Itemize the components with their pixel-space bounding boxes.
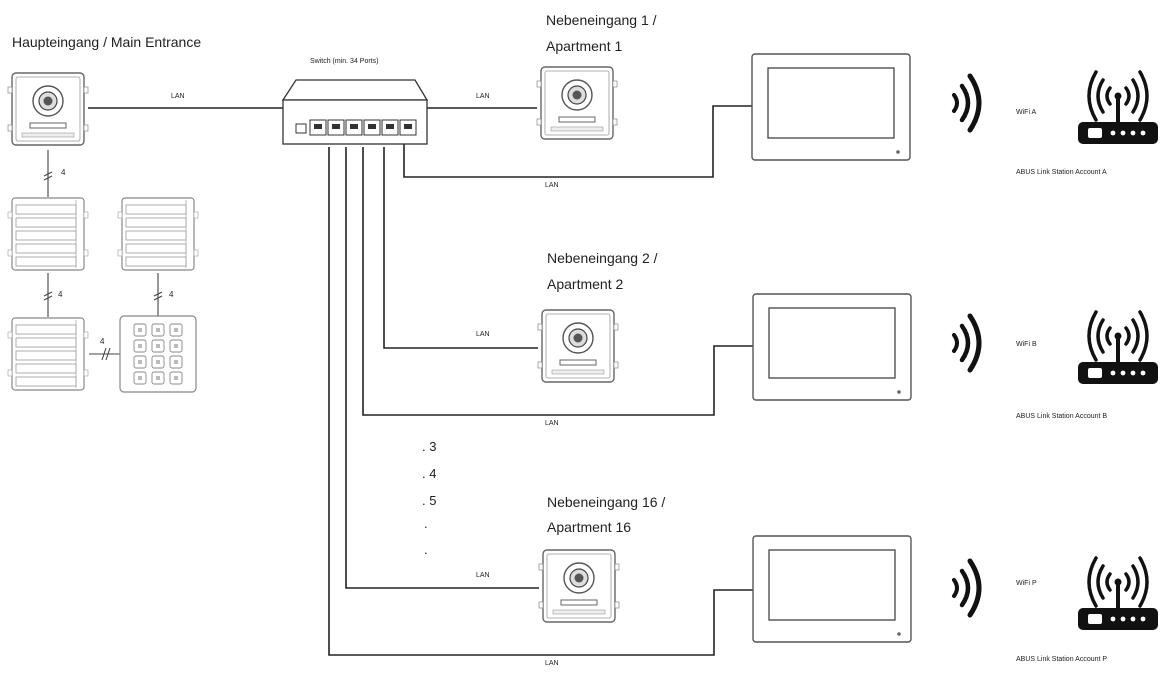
apartment-2-line2: Apartment 2 [547,276,624,292]
apartment-16-line2: Apartment 16 [547,519,632,535]
indoor-monitor-2 [752,293,912,401]
ellipsis-dot-2: . [424,542,428,557]
account-p-label: ABUS Link Station Account P [1016,656,1108,663]
indoor-monitor-1 [751,53,911,161]
wire-label-2: 4 [58,290,63,299]
ellipsis-item-5: . 5 [422,493,437,508]
wifi-router-icon-p [1076,556,1160,632]
apartment-16-line1: Nebeneingang 16 / [547,494,666,510]
ellipsis-item-3: . 3 [422,439,437,454]
lan-label-apt16-monitor: LAN [545,660,559,667]
wifi-router-icon-b [1076,310,1160,386]
wifi-signal-icon-p [954,561,979,615]
door-station-apartment-1 [536,66,618,140]
apartment-1-line2: Apartment 1 [546,38,623,54]
lan-label-apt2-monitor: LAN [545,420,559,427]
wire-label-3: 4 [169,290,174,299]
wifi-b-label: WiFi B [1016,341,1037,348]
main-entrance-title: Haupteingang / Main Entrance [12,34,202,50]
switch-label: Switch (min. 34 Ports) [310,58,379,65]
ellipsis-item-4: . 4 [422,466,437,481]
account-b-label: ABUS Link Station Account B [1016,413,1108,420]
wire-label-4: 4 [100,337,105,346]
lan-label-apt16-door: LAN [476,572,490,579]
wifi-p-label: WiFi P [1016,580,1037,587]
lan-label-apt1-door: LAN [476,93,490,100]
wifi-signal-icon-a [954,76,979,130]
indoor-monitor-16 [752,535,912,643]
door-station-apartment-2 [537,309,619,383]
bus-wires [43,150,163,361]
ellipsis-dot-1: . [424,516,428,531]
wire-label-1: 4 [61,168,66,177]
lan-label-apt1-monitor: LAN [545,182,559,189]
wifi-a-label: WiFi A [1016,109,1037,116]
button-module-3 [7,317,89,391]
door-station-apartment-16 [538,549,620,623]
apartment-2-line1: Nebeneingang 2 / [547,250,658,266]
button-module-2 [117,197,199,271]
lan-label-main: LAN [171,93,185,100]
apartment-1-line1: Nebeneingang 1 / [546,12,657,28]
lan-label-apt2-door: LAN [476,331,490,338]
wifi-router-icon-a [1076,70,1160,146]
button-module-1 [7,197,89,271]
lan-cables [88,105,753,656]
wifi-signal-icon-b [954,316,979,370]
main-door-station [7,72,89,146]
network-switch-icon [281,79,429,145]
keypad-module [119,315,197,393]
account-a-label: ABUS Link Station Account A [1016,169,1107,176]
